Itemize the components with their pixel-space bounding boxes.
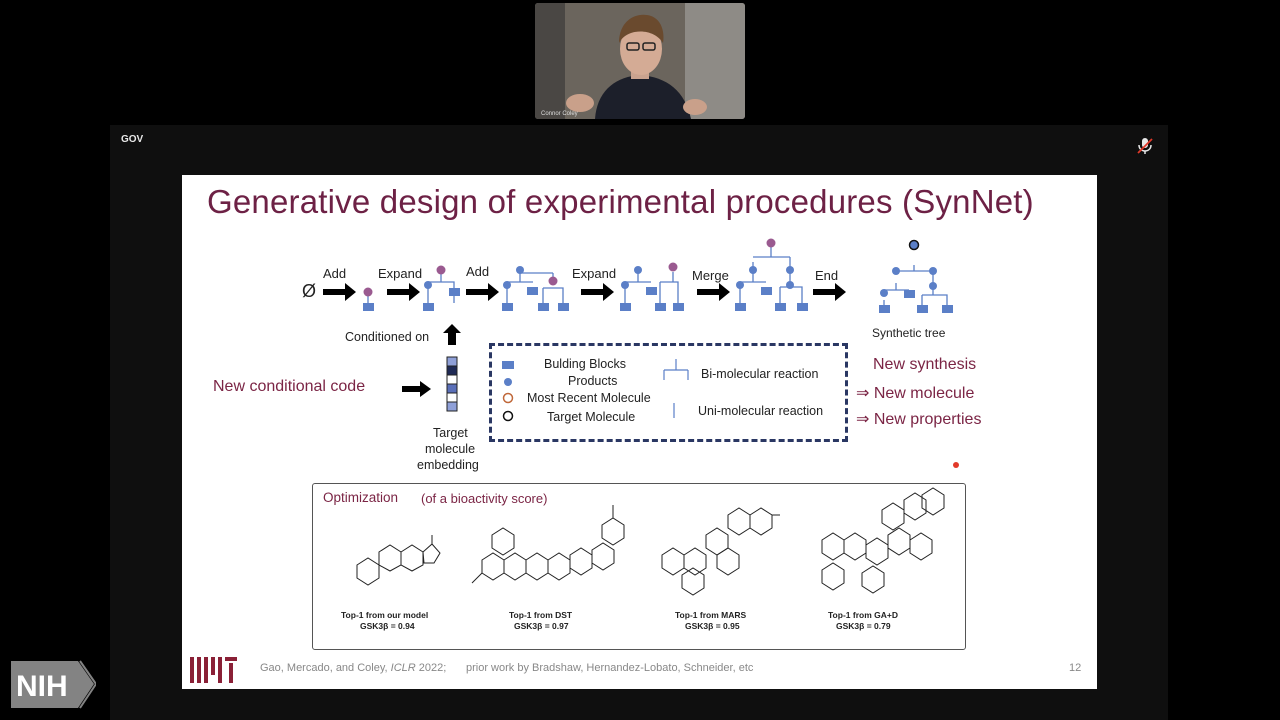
- legend-products: Products: [568, 374, 618, 388]
- action-expand-label-2: Expand: [572, 266, 617, 281]
- legend-building-blocks: Bulding Blocks: [544, 357, 626, 371]
- step-arrow-3: [466, 283, 499, 301]
- slide-title: Generative design of experimental proced…: [207, 183, 1034, 220]
- target-node: [908, 239, 920, 251]
- embedding-label-line-2: molecule: [425, 442, 476, 456]
- result-mars-score: GSK3β = 0.95: [685, 621, 740, 631]
- action-expand-label: Expand: [378, 266, 423, 281]
- speaker-video-image: [535, 3, 745, 119]
- footer-prior-work: prior work by Bradshaw, Hernandez-Lobato…: [466, 662, 754, 674]
- optimization-subtitle: (of a bioactivity score): [421, 491, 548, 506]
- nih-logo: NIH: [11, 660, 96, 709]
- result-our-model-score: GSK3β = 0.94: [360, 621, 415, 631]
- muted-microphone-icon[interactable]: [1136, 137, 1154, 155]
- new-conditional-code-label: New conditional code: [213, 378, 366, 395]
- legend-target: Target Molecule: [547, 410, 636, 424]
- legend-square-icon: [502, 361, 514, 369]
- molecule-dst: [471, 505, 625, 584]
- slide-page-number: 12: [1069, 662, 1082, 674]
- step-arrow-5: [697, 283, 730, 301]
- mit-logo: [190, 657, 237, 683]
- synthetic-tree-label: Synthetic tree: [872, 326, 946, 340]
- legend-most-recent: Most Recent Molecule: [527, 391, 651, 405]
- footer-citation: Gao, Mercado, and Coley, ICLR 2022;: [260, 662, 446, 674]
- tree-edges: [367, 246, 948, 310]
- speaker-video-tile[interactable]: Connor Coley: [535, 3, 745, 119]
- laser-pointer: [953, 462, 959, 468]
- outcome-new-molecule: ⇒ New molecule: [856, 385, 975, 402]
- citation-year: 2022;: [415, 662, 447, 674]
- embedding-vector: [446, 356, 458, 412]
- result-gad-label: Top-1 from GA+D: [828, 610, 898, 620]
- outcome-new-synthesis: New synthesis: [873, 356, 977, 373]
- legend-uni-reaction: Uni-molecular reaction: [698, 404, 824, 418]
- molecule-our-model: [356, 535, 441, 586]
- molecule-structures: [356, 487, 945, 596]
- speaker-name: Connor Coley: [541, 111, 578, 117]
- legend-box: [489, 343, 848, 442]
- action-merge-label: Merge: [692, 268, 729, 283]
- result-dst-label: Top-1 from DST: [509, 610, 573, 620]
- action-add-label: Add: [323, 266, 347, 281]
- product-nodes: [424, 266, 937, 297]
- result-mars-label: Top-1 from MARS: [675, 610, 747, 620]
- action-end-label: End: [815, 268, 839, 283]
- step-arrow-6: [813, 283, 846, 301]
- synthesis-process-diagram: [190, 238, 953, 683]
- embedding-label-line-3: embedding: [417, 458, 479, 472]
- code-arrow: [402, 381, 431, 397]
- conditioned-on-label: Conditioned on: [345, 330, 430, 344]
- action-add-label-2: Add: [466, 264, 490, 279]
- step-arrow-2: [387, 283, 420, 301]
- legend-target-icon: [502, 410, 514, 422]
- building-block-nodes: [363, 287, 953, 313]
- empty-set-symbol: Ø: [302, 281, 317, 301]
- nih-logo-text: NIH: [16, 670, 68, 703]
- most-recent-nodes: [363, 238, 776, 297]
- share-label: GOV: [121, 134, 144, 145]
- molecule-mars: [661, 507, 780, 596]
- optimization-box: [312, 483, 966, 650]
- citation-venue: ICLR: [390, 662, 416, 674]
- legend-recent-icon: [502, 392, 514, 404]
- conditioned-arrow: [443, 324, 461, 345]
- embedding-label-line-1: Target: [433, 426, 468, 440]
- result-gad-score: GSK3β = 0.79: [836, 621, 891, 631]
- result-dst-score: GSK3β = 0.97: [514, 621, 569, 631]
- step-arrow-4: [581, 283, 614, 301]
- outcome-new-properties: ⇒ New properties: [856, 411, 982, 428]
- bi-reaction-icon: [663, 359, 689, 380]
- result-our-model-label: Top-1 from our model: [341, 610, 429, 620]
- legend-circle-icon: [504, 378, 512, 386]
- molecule-gad: [821, 487, 945, 594]
- presentation-slide: Generative design of experimental proced…: [182, 175, 1097, 689]
- citation-authors: Gao, Mercado, and Coley,: [260, 662, 391, 674]
- step-arrow-1: [323, 283, 356, 301]
- step-arrows: [323, 283, 846, 301]
- legend-bi-reaction: Bi-molecular reaction: [701, 367, 819, 381]
- optimization-title: Optimization: [323, 490, 399, 505]
